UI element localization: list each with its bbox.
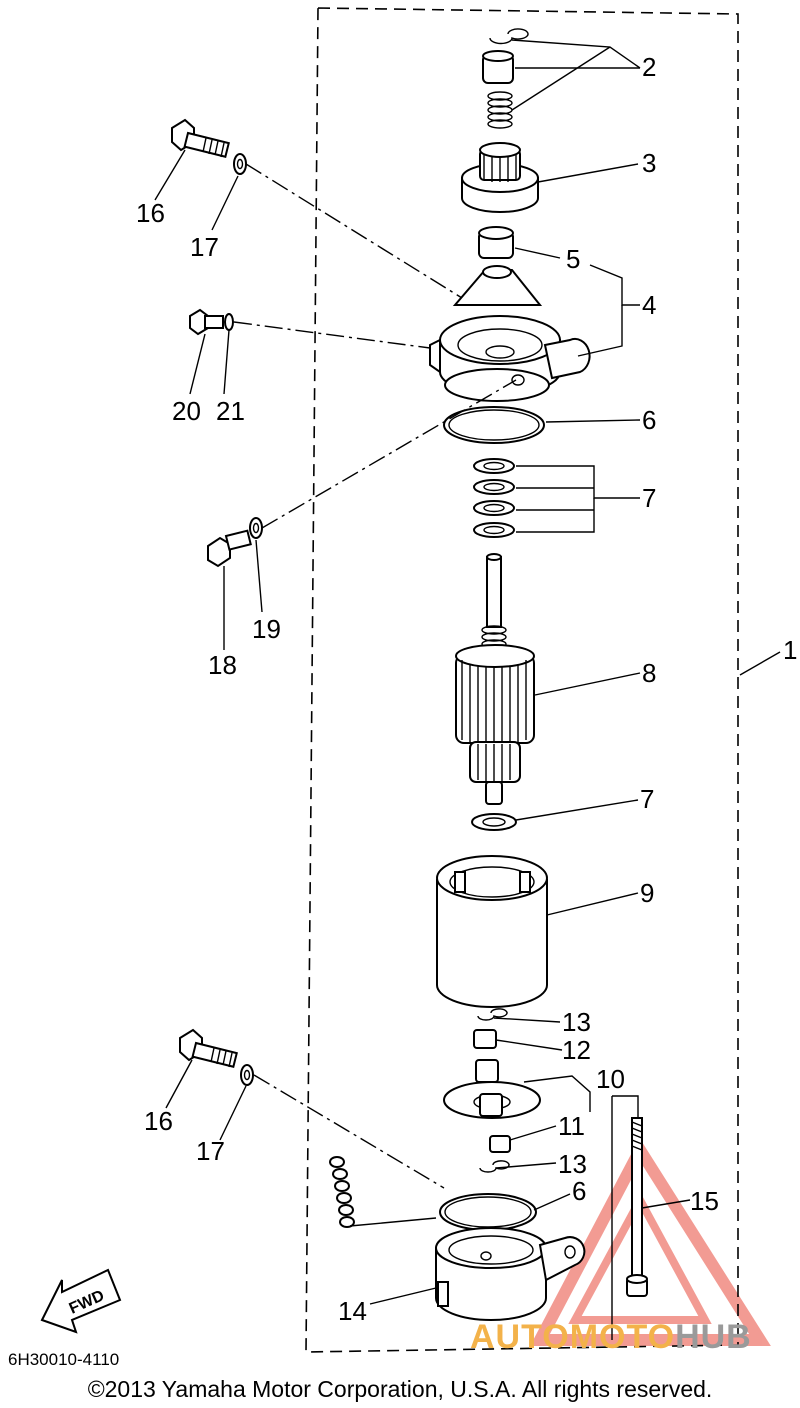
callout-14: 14 <box>338 1296 367 1326</box>
callout-11: 11 <box>558 1111 585 1141</box>
watermark-text-b: HUB <box>675 1318 752 1356</box>
clip-collar-spring <box>482 28 529 129</box>
callout-7-lower: 7 <box>640 784 654 814</box>
fwd-arrow: FWD <box>40 1268 122 1334</box>
bolt-18 <box>207 529 252 568</box>
bushing <box>478 226 514 259</box>
part-number: 6H30010-4110 <box>8 1350 120 1369</box>
copyright-notice: ©2013 Yamaha Motor Corporation, U.S.A. A… <box>87 1376 713 1402</box>
callout-17-lower: 17 <box>196 1136 225 1166</box>
rear-bracket <box>435 1227 586 1321</box>
watermark-text-a: AUTOMOTO <box>470 1318 676 1356</box>
washer-lower <box>471 813 517 831</box>
leader-lines <box>154 39 781 1340</box>
assembly-boundary <box>305 7 739 1353</box>
alignment-lines <box>233 163 517 1189</box>
brush-holder-assembly <box>443 1008 541 1173</box>
callout-3: 3 <box>642 148 656 178</box>
pinion-gear <box>461 142 539 213</box>
callout-13-lower: 13 <box>558 1149 587 1179</box>
callout-9: 9 <box>640 878 654 908</box>
callout-10: 10 <box>596 1064 625 1094</box>
callout-labels: 1 2 3 4 5 6 7 7 8 9 10 11 12 13 13 14 15… <box>136 52 797 1326</box>
callout-12: 12 <box>562 1035 591 1065</box>
through-bolt <box>626 1117 648 1297</box>
callout-16-lower: 16 <box>144 1106 173 1136</box>
callout-1: 1 <box>783 635 797 665</box>
washer-lower-bolt <box>240 1064 254 1086</box>
callout-18: 18 <box>208 650 237 680</box>
callout-17-upper: 17 <box>190 232 219 262</box>
watermark-logo <box>530 1138 771 1346</box>
o-ring-lower <box>439 1193 537 1231</box>
callout-16-upper: 16 <box>136 198 165 228</box>
bead-chain <box>329 1156 355 1228</box>
washer-21 <box>224 313 234 331</box>
washer-19 <box>249 517 263 539</box>
callout-7-upper: 7 <box>642 483 656 513</box>
front-bracket <box>429 265 591 402</box>
callout-4: 4 <box>642 290 656 320</box>
bolt-20 <box>189 308 224 336</box>
callout-2: 2 <box>642 52 656 82</box>
callout-8: 8 <box>642 658 656 688</box>
callout-15: 15 <box>690 1186 719 1216</box>
bolt-lower <box>179 1028 238 1068</box>
bolt-upper <box>171 118 230 158</box>
callout-13-upper: 13 <box>562 1007 591 1037</box>
callout-20: 20 <box>172 396 201 426</box>
callout-5: 5 <box>566 244 580 274</box>
callout-21: 21 <box>216 396 245 426</box>
washer-upper <box>233 153 247 175</box>
o-ring-upper <box>443 406 545 444</box>
yoke <box>436 855 548 1008</box>
callout-6-lower: 6 <box>572 1176 586 1206</box>
callout-6-upper: 6 <box>642 405 656 435</box>
armature <box>455 553 535 805</box>
callout-19: 19 <box>252 614 281 644</box>
washer-stack <box>473 458 515 538</box>
watermark-text: AUTOMOTOHUB <box>470 1318 752 1357</box>
